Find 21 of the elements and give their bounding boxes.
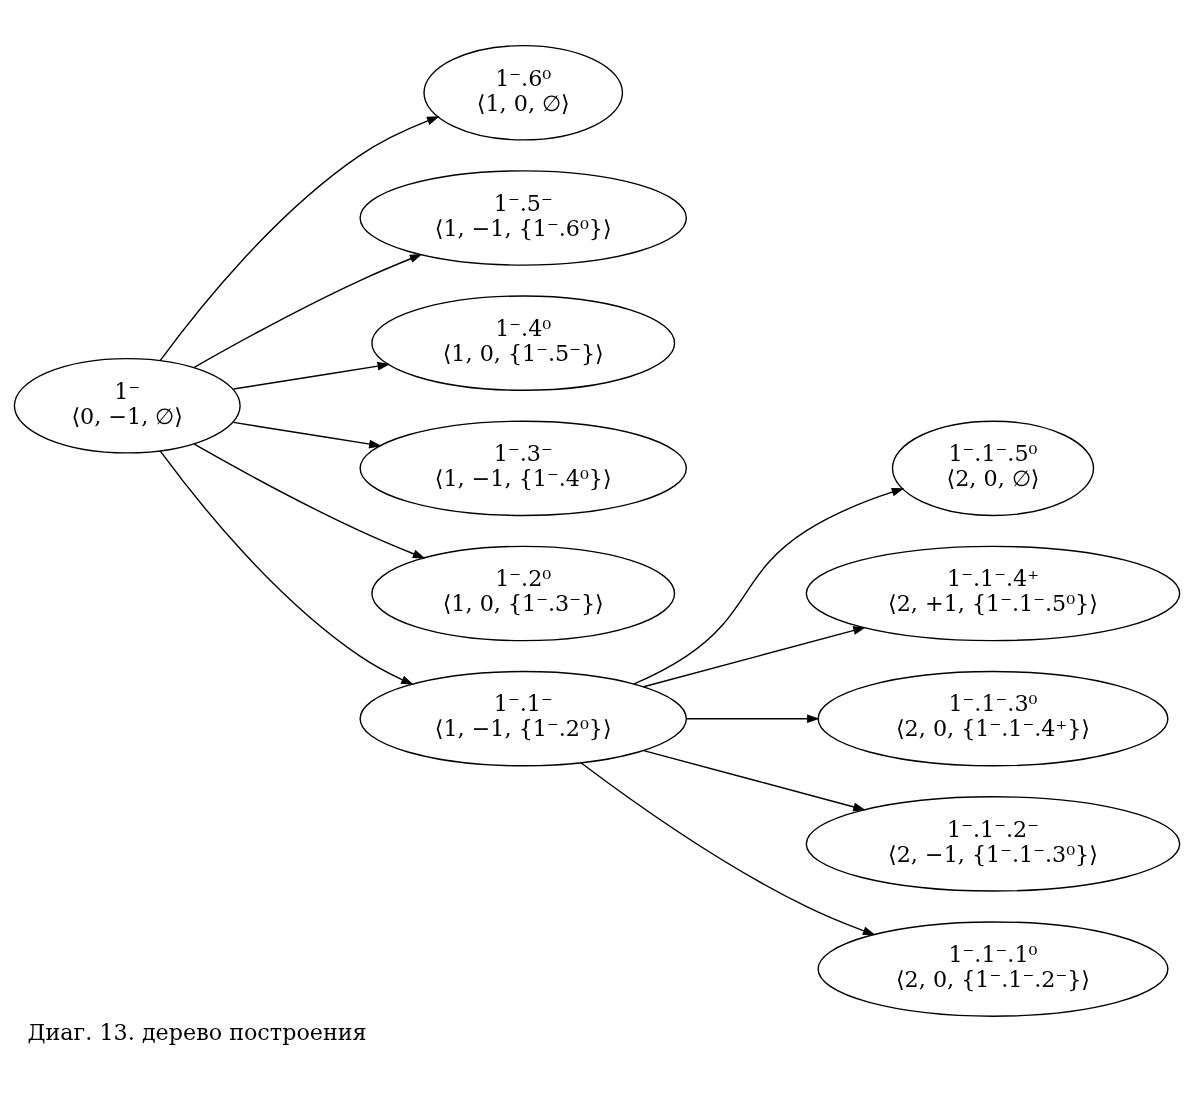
node-ellipse: 1⁻.4⁰ ⟨1, 0, {1⁻.5⁻}⟩ (371, 294, 676, 391)
node-ellipse: 1⁻.1⁻.4⁺ ⟨2, +1, {1⁻.1⁻.5⁰}⟩ (805, 545, 1181, 641)
node-ellipse: 1⁻.1⁻.2⁻ ⟨2, −1, {1⁻.1⁻.3⁰}⟩ (805, 795, 1181, 892)
arrow (232, 361, 391, 390)
arrow (685, 713, 820, 723)
arrow (642, 625, 866, 687)
arrow (642, 749, 866, 811)
caption: Диаг. 13. дерево построения (27, 1018, 367, 1045)
arrow (159, 115, 440, 361)
arrow (159, 449, 414, 685)
arrow (232, 421, 382, 448)
node-ellipse: 1⁻.1⁻.3⁰ ⟨2, 0, {1⁻.1⁻.4⁺}⟩ (817, 670, 1169, 766)
node-ellipse: 1⁻.2⁰ ⟨1, 0, {1⁻.3⁻}⟩ (371, 545, 676, 641)
node-ellipse: 1⁻.1⁻.1⁰ ⟨2, 0, {1⁻.1⁻.2⁻}⟩ (817, 920, 1169, 1017)
node-ellipse: 1⁻.3⁻ ⟨1, −1, {1⁻.4⁰}⟩ (359, 420, 688, 516)
arrow (580, 761, 876, 935)
arrow (193, 442, 426, 559)
node-ellipse: 1⁻ ⟨0, −1, ∅⟩ (13, 357, 241, 454)
arrow (193, 253, 423, 368)
node-ellipse: 1⁻.1⁻ ⟨1, −1, {1⁻.2⁰}⟩ (359, 670, 688, 766)
arrow (633, 487, 905, 685)
